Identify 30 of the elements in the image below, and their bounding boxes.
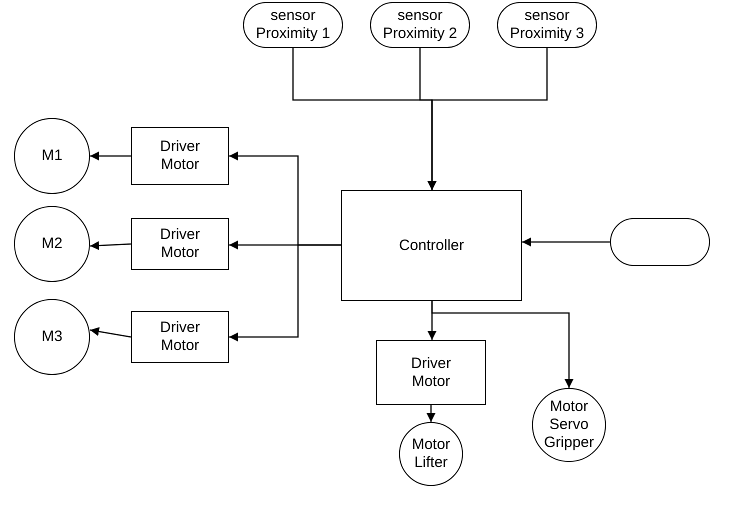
- process-box: [131, 311, 229, 363]
- node-label: M3: [42, 328, 62, 346]
- module-node: [610, 218, 710, 266]
- process-box: [376, 340, 486, 405]
- node-label: M1: [42, 147, 62, 165]
- process-box: [131, 127, 229, 185]
- sensor-node: [497, 2, 597, 48]
- arrow: [90, 152, 131, 160]
- sensor-node: [243, 2, 343, 48]
- node-label: sensor Proximity 2: [382, 7, 458, 43]
- arrow: [90, 241, 132, 250]
- node-label: sensor Proximity 1: [256, 7, 330, 43]
- node-label: Driver Motor: [410, 354, 452, 390]
- arrow: [90, 327, 132, 338]
- node-label: M2: [42, 235, 62, 253]
- process-box: [131, 218, 229, 270]
- node-label: Motor Lifter: [410, 436, 452, 472]
- node-label: Driver Motor: [159, 319, 201, 355]
- controller-box: [341, 190, 522, 301]
- arrow: [431, 301, 574, 388]
- arrow: [426, 405, 436, 422]
- node-label: Driver Motor: [159, 138, 201, 174]
- sensor-node: [370, 2, 470, 48]
- arrow: [522, 238, 610, 246]
- node-label: Driver Motor: [159, 226, 201, 262]
- node-label: sensor Proximity 3: [510, 7, 584, 43]
- node-label: Motor Servo Gripper: [542, 398, 596, 452]
- node-label: Controller: [398, 236, 464, 254]
- arrow: [428, 48, 548, 190]
- arrow: [229, 244, 341, 342]
